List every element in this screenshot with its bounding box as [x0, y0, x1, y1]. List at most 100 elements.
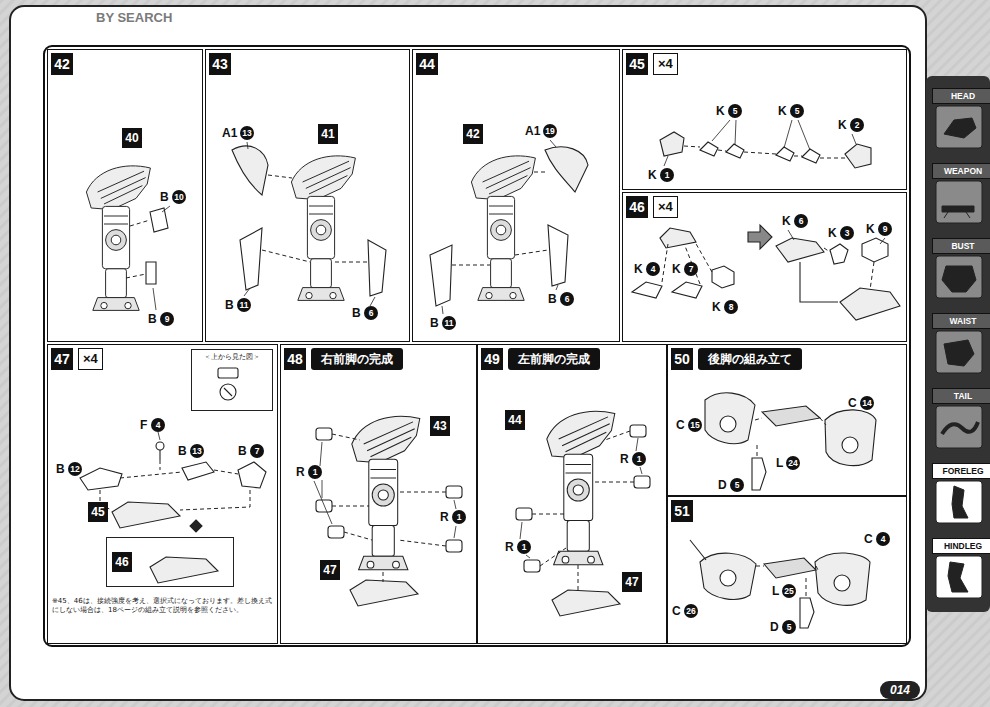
part-number: 9: [160, 312, 174, 326]
assembly-guides: [452, 172, 548, 265]
part-letter: B: [178, 444, 187, 458]
subassembly-number: 45: [88, 502, 108, 522]
part-letter: R: [505, 540, 514, 554]
part-drawings: [690, 540, 706, 560]
assembly-guides: [684, 146, 845, 158]
part-drawings: [156, 442, 164, 450]
part-drawings: [762, 406, 820, 426]
part-number: 15: [688, 418, 702, 432]
part-drawings: [800, 598, 814, 628]
part-letter: B: [148, 312, 157, 326]
step-number: 45: [626, 53, 648, 75]
part-drawings: [150, 208, 168, 232]
tab-label: BUST: [932, 238, 990, 254]
leader-lines: [520, 438, 642, 558]
part-drawings: [842, 437, 858, 453]
part-drawings: [291, 156, 355, 301]
part-letter: K: [634, 262, 643, 276]
step-title: 右前脚の完成: [311, 348, 403, 370]
tab-icons: [936, 406, 982, 448]
part-letter: C: [672, 604, 681, 618]
part-drawings: [446, 540, 462, 552]
part-drawings: [748, 225, 772, 249]
part-drawings: [150, 557, 218, 583]
part-letter: K: [712, 300, 721, 314]
tab-icons: [952, 486, 968, 518]
part-number: 5: [782, 620, 796, 634]
index-tab: BUST: [932, 238, 990, 300]
tab-icons: [944, 118, 976, 138]
part-letter: K: [672, 262, 681, 276]
quantity-tag: ×4: [653, 53, 678, 75]
leader-lines: [664, 120, 856, 166]
part-number: 1: [517, 540, 531, 554]
part-drawings: [802, 149, 820, 163]
node-header: ＜上から見た図＞: [192, 352, 272, 362]
subassembly-number: 47: [622, 572, 642, 592]
leader-lines: [314, 442, 456, 538]
part-number: 13: [240, 126, 254, 140]
part-drawings: [146, 262, 156, 284]
part-number: 11: [237, 298, 251, 312]
part-letter: B: [225, 298, 234, 312]
part-drawings: [800, 262, 838, 302]
tab-icons: [936, 106, 982, 598]
part-drawings: [316, 500, 332, 512]
step-panel: 46×4: [622, 192, 907, 342]
part-drawings: [660, 228, 696, 248]
part-number: 1: [660, 168, 674, 182]
part-drawings: [328, 526, 344, 538]
part-drawings: [830, 244, 848, 264]
subassembly-number: 46: [112, 552, 132, 572]
assembly-guides: [755, 418, 826, 458]
part-drawings: [524, 560, 540, 572]
part-letter: K: [866, 222, 875, 236]
part-drawings: [232, 146, 268, 195]
leader-lines: [153, 206, 170, 310]
part-letter: D: [770, 620, 779, 634]
part-letter: B: [56, 462, 65, 476]
node-header: 51: [671, 500, 693, 522]
index-tab: HEAD: [932, 88, 990, 150]
node-header: WAIST: [932, 313, 990, 329]
part-letter: R: [620, 452, 629, 466]
tab-icons: [944, 340, 974, 366]
node-header: HINDLEG: [932, 538, 990, 554]
tab-icons: [936, 181, 982, 223]
assembly-guides: [100, 460, 250, 510]
step-panel: 43: [205, 49, 410, 342]
subassembly-number: 47: [320, 560, 340, 580]
part-drawings: [352, 416, 420, 570]
tab-label: WAIST: [932, 313, 990, 329]
node-header: 47×4: [51, 348, 103, 370]
part-drawings: [720, 416, 736, 432]
step-number: 47: [51, 348, 73, 370]
page-ground: [926, 76, 990, 612]
node-header: 46: [112, 552, 132, 572]
part-drawings: [815, 553, 870, 605]
tab-icons: [936, 106, 982, 148]
part-drawings: [516, 508, 532, 520]
tab-label: WEAPON: [932, 163, 990, 179]
part-letter: B: [238, 444, 247, 458]
view-caption: ＜上から見た図＞: [204, 352, 260, 362]
part-drawings: [86, 166, 150, 311]
part-letter: R: [296, 465, 305, 479]
leader-lines: [158, 432, 160, 440]
assembly-guides: [126, 220, 150, 278]
part-number: 13: [190, 444, 204, 458]
part-number: 5: [790, 104, 804, 118]
part-letter: R: [440, 510, 449, 524]
note-text: ※45、46は、接続強度を考え、選択式になっております。差し換え式にしない場合は…: [52, 597, 274, 615]
part-letter: K: [648, 168, 657, 182]
part-drawings: [672, 282, 702, 298]
part-drawings: [834, 575, 850, 591]
tab-icons: [936, 256, 982, 298]
part-number: 4: [151, 418, 165, 432]
part-drawings: [112, 502, 180, 528]
part-drawings: [752, 458, 766, 490]
step-number: 48: [284, 348, 306, 370]
assembly-guides: [100, 146, 874, 598]
part-letter: K: [838, 118, 847, 132]
part-drawings: [547, 411, 615, 565]
